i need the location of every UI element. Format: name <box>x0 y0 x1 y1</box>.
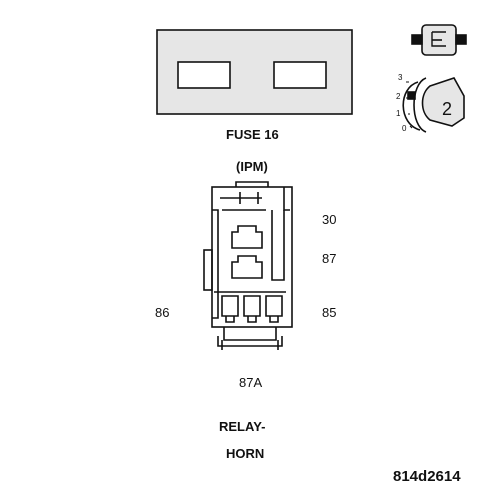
terminal-30-label: 30 <box>322 212 337 227</box>
relay-name-line1: RELAY- <box>219 419 266 434</box>
key-position-count: 2 <box>442 99 453 119</box>
terminal-87-label: 87 <box>322 251 337 266</box>
connector-icon <box>411 24 467 56</box>
key-position-1: 1 <box>396 109 401 118</box>
fuse-title: FUSE 16 <box>226 127 279 142</box>
key-switch-icon <box>402 77 465 133</box>
terminal-86-label: 86 <box>155 305 170 320</box>
terminal-85-label: 85 <box>322 305 337 320</box>
relay-name-line2: HORN <box>226 446 265 461</box>
key-position-3: 3 <box>398 73 403 82</box>
key-position-2: 2 <box>396 92 401 101</box>
key-position-0: 0 <box>402 124 407 133</box>
fuse-block <box>156 29 353 115</box>
terminal-87a-label: 87A <box>239 375 263 390</box>
relay-body <box>203 181 293 350</box>
fuse-subtitle: (IPM) <box>236 159 268 174</box>
figure-code: 814d2614 <box>393 468 461 485</box>
